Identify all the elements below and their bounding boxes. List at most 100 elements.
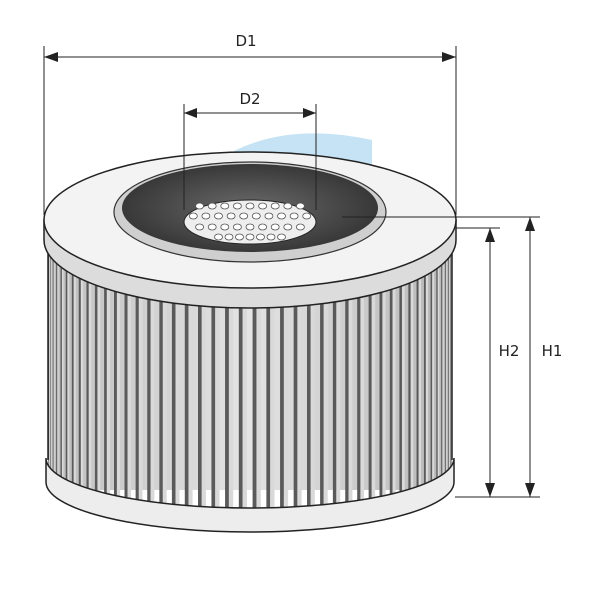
perforation-hole	[195, 202, 205, 210]
pleat-fold	[266, 240, 271, 525]
pleat-face	[270, 240, 275, 525]
pleat-face	[162, 240, 167, 521]
pleat-fold	[320, 240, 324, 522]
perforation-hole	[232, 202, 242, 210]
pleat-fold	[71, 240, 74, 503]
dimension-heights: H2 H1	[342, 216, 569, 498]
pleat-fold	[135, 240, 139, 518]
perforations	[188, 202, 312, 241]
perforation-hole	[239, 212, 249, 220]
perforation-hole	[235, 233, 244, 241]
perforation-hole	[258, 223, 268, 231]
pleat-fold	[399, 240, 402, 510]
pleat-fold	[52, 240, 54, 491]
label-d2: D2	[239, 90, 260, 108]
label-h1: H1	[542, 342, 563, 360]
perforation-hole	[224, 233, 234, 241]
pleat-face	[53, 240, 55, 491]
perforation-hole	[258, 202, 268, 210]
bottom-cap	[45, 457, 455, 533]
pleat-face	[80, 240, 84, 505]
dimension-d1: D1	[43, 30, 457, 215]
label-h2: H2	[499, 342, 520, 360]
pleat-fold	[445, 240, 447, 491]
pleat-fold	[94, 240, 98, 510]
pleat-fold	[357, 240, 361, 518]
pleat-fold	[448, 240, 449, 488]
pleat-fold	[147, 240, 151, 520]
pleat-fold	[280, 240, 284, 525]
pleat-fold	[56, 240, 58, 494]
perforation-hole	[295, 202, 305, 210]
pleat-face	[336, 240, 341, 521]
pleat-face	[175, 240, 180, 522]
pleat-fold	[389, 240, 393, 512]
pleats	[48, 240, 452, 525]
pleat-fold	[441, 240, 443, 494]
pleat-fold	[368, 240, 372, 516]
pleat-fold	[211, 240, 216, 525]
pleat-face	[97, 240, 101, 510]
perforation-hole	[195, 223, 205, 231]
pleat-fold	[114, 240, 117, 514]
pleat-face	[283, 240, 289, 525]
pleat-face	[425, 240, 428, 503]
pleat-fold	[225, 240, 229, 525]
pleat-face	[310, 240, 315, 523]
pleat-fold	[65, 240, 68, 500]
perforation-hole	[277, 212, 286, 220]
pleat-fold	[345, 240, 349, 520]
perforation-hole	[264, 212, 274, 220]
pleat-fold	[78, 240, 81, 505]
perforation-hole	[302, 212, 312, 220]
pleat-fold	[252, 240, 257, 525]
pleat-fold	[379, 240, 383, 514]
pleat-face	[382, 240, 386, 514]
perforation-hole	[289, 212, 299, 220]
pleat-face	[73, 240, 76, 503]
pleat-face	[150, 240, 155, 520]
pleat-fold	[416, 240, 419, 505]
pleat-face	[188, 240, 193, 523]
pleat-fold	[408, 240, 411, 508]
pleat-face	[127, 240, 132, 516]
pleat-face	[116, 240, 121, 514]
perforation-hole	[283, 223, 293, 231]
pleat-face	[88, 240, 92, 508]
pleat-face	[297, 240, 302, 524]
pleat-face	[437, 240, 440, 497]
pleat-face	[228, 240, 234, 525]
perforation-hole	[188, 212, 198, 220]
pleat-face	[106, 240, 110, 512]
pleat-fold	[171, 240, 176, 522]
pleat-fold	[307, 240, 311, 523]
perforation-hole	[214, 233, 223, 241]
pleat-face	[418, 240, 422, 505]
pleat-face	[138, 240, 143, 518]
dimension-d2: D2	[183, 90, 317, 210]
pleat-face	[242, 240, 247, 525]
pleat-face	[67, 240, 70, 500]
pleat-face	[442, 240, 444, 494]
perforation-hole	[207, 223, 217, 231]
perforation-hole	[270, 223, 280, 231]
pleat-fold	[104, 240, 107, 512]
center-tube	[183, 199, 317, 245]
pleat-face	[446, 240, 448, 491]
perforation-hole	[266, 233, 276, 241]
pleat-face	[323, 240, 328, 522]
pleat-face	[201, 240, 206, 524]
pleat-fold	[430, 240, 433, 500]
pleat-fold	[423, 240, 426, 503]
perforation-hole	[207, 202, 217, 210]
pleat-face	[410, 240, 414, 508]
pleat-face	[348, 240, 353, 520]
top-cap	[43, 151, 457, 309]
pleat-fold	[124, 240, 128, 516]
perforation-hole	[220, 202, 230, 210]
pleat-fold	[50, 240, 51, 488]
pleat-face	[392, 240, 396, 512]
label-d1: D1	[235, 32, 256, 50]
